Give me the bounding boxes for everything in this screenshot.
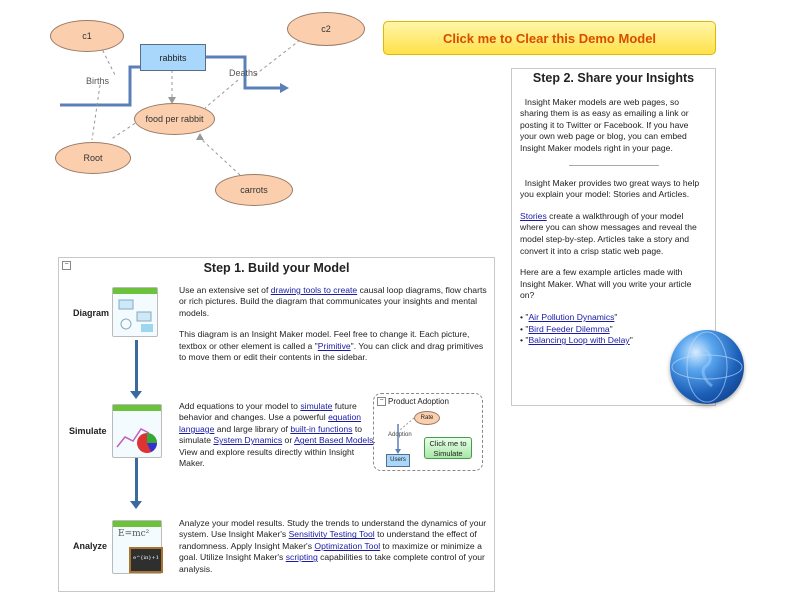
step2-p1-text: Insight Maker models are web pages, so s… [520, 96, 689, 153]
diagram-thumbnail-icon [112, 287, 158, 337]
text: ". You can click and drag primitives to … [179, 340, 484, 363]
flow-connector [135, 458, 138, 502]
collapse-icon[interactable]: − [62, 261, 71, 270]
flow-births-label[interactable]: Births [86, 76, 110, 86]
collapse-icon[interactable]: − [377, 397, 386, 406]
text: future behavior and changes. Use a power… [179, 401, 357, 423]
simulate-thumbnail-icon [112, 404, 162, 458]
step2-paragraph-3: Stories create a walkthrough of your mod… [520, 211, 707, 257]
formula-text: E=mc² [118, 529, 150, 539]
step2-paragraph-4: Here are a few example articles made wit… [520, 267, 692, 301]
mini-adoption-flow[interactable]: Adoption [388, 432, 412, 438]
stock-label: rabbits [159, 52, 187, 63]
variable-c1[interactable]: c1 [50, 20, 124, 52]
step2-p2-text: Insight Maker provides two great ways to… [520, 177, 700, 200]
step2-paragraph-1: Insight Maker models are web pages, so s… [520, 97, 707, 155]
text: to maximize or minimize a goal. Utilize … [179, 540, 482, 563]
system-dynamics-link[interactable]: System Dynamics [213, 435, 283, 446]
clear-demo-model-button[interactable]: Click me to Clear this Demo Model [383, 21, 716, 55]
step2-p3-text: create a walkthrough of your model where… [520, 210, 697, 256]
variable-c2[interactable]: c2 [287, 12, 365, 46]
agent-based-models-link[interactable]: Agent Based Models [294, 435, 374, 446]
variable-label: c2 [321, 24, 331, 34]
text: and large library of [214, 423, 291, 434]
text: to understand the effect of randomness. … [179, 529, 477, 551]
step2-title: Step 2. Share your Insights [532, 71, 695, 85]
variable-root[interactable]: Root [55, 142, 131, 174]
product-adoption-model[interactable]: − Product Adoption Rate Adoption Users C… [373, 393, 483, 471]
variable-label: c1 [82, 31, 92, 41]
equation-language-link[interactable]: equation language [179, 412, 362, 434]
mini-rate-variable[interactable]: Rate [414, 411, 440, 425]
arrow-down-icon [130, 391, 142, 399]
text: Analyze your model results. Study the tr… [179, 518, 487, 540]
model-links [60, 39, 301, 176]
text: to simulate [179, 423, 362, 446]
flow-deaths-label[interactable]: Deaths [229, 68, 258, 78]
analyze-thumbnail-icon: E=mc² e^{iπ}+1 [112, 520, 163, 574]
sensitivity-testing-link[interactable]: Sensitivity Testing Tool [288, 529, 375, 540]
step2-panel: Step 2. Share your Insights Insight Make… [511, 68, 716, 406]
chalkboard-icon: e^{iπ}+1 [129, 547, 163, 573]
text: This diagram is an Insight Maker model. … [179, 329, 470, 351]
step1-title: Step 1. Build your Model [203, 261, 350, 275]
article-link-bird-feeder[interactable]: Bird Feeder Dilemma [528, 323, 610, 334]
text: or [282, 435, 295, 446]
text: Add equations to your model to [179, 401, 301, 411]
divider [568, 164, 659, 166]
simulate-link[interactable]: simulate [300, 401, 333, 411]
simulate-description: Add equations to your model to simulate … [179, 401, 379, 479]
primitive-link[interactable]: Primitive [317, 340, 351, 351]
list-item: • "Bird Feeder Dilemma" [520, 323, 613, 334]
variable-label: Root [83, 153, 103, 163]
list-item: • "Balancing Loop with Delay" [520, 335, 633, 346]
builtin-functions-link[interactable]: built-in functions [290, 423, 353, 434]
article-list: • "Air Pollution Dynamics" • "Bird Feede… [520, 312, 707, 347]
globe-icon [670, 330, 744, 404]
model-canvas[interactable]: c1 c2 rabbits food per rabbit Root carro… [0, 0, 380, 240]
variable-label: carrots [240, 185, 268, 195]
text: causal loop diagrams, flow charts or ric… [179, 285, 487, 318]
mini-users-stock[interactable]: Users [386, 454, 410, 467]
step2-paragraph-2: Insight Maker provides two great ways to… [520, 178, 707, 201]
stock-rabbits[interactable]: rabbits [140, 44, 206, 71]
list-item: • "Air Pollution Dynamics" [520, 311, 618, 322]
article-link-balancing-loop[interactable]: Balancing Loop with Delay [528, 335, 630, 346]
optimization-tool-link[interactable]: Optimization Tool [314, 540, 381, 551]
stories-link[interactable]: Stories [520, 210, 547, 221]
scripting-link[interactable]: scripting [285, 552, 318, 563]
analyze-label: Analyze [73, 541, 108, 551]
diagram-label: Diagram [73, 308, 110, 318]
mini-model-title: Product Adoption [388, 397, 449, 406]
mini-model-links [395, 417, 415, 454]
text: Use an extensive set of [179, 285, 271, 295]
flow-connector [135, 340, 138, 392]
text: capabilities to take complete control of… [179, 552, 485, 574]
variable-food-per-rabbit[interactable]: food per rabbit [134, 103, 215, 135]
article-link-air-pollution[interactable]: Air Pollution Dynamics [528, 311, 615, 322]
arrow-down-icon [130, 501, 142, 509]
drawing-tools-link[interactable]: drawing tools to create [270, 285, 358, 295]
step1-panel: − Step 1. Build your Model Diagram Use a… [58, 257, 495, 592]
simulate-label: Simulate [69, 426, 107, 436]
variable-label: food per rabbit [145, 114, 204, 124]
diagram-description: Use an extensive set of drawing tools to… [179, 285, 489, 373]
variable-carrots[interactable]: carrots [215, 174, 293, 206]
simulate-button[interactable]: Click me to Simulate [424, 437, 472, 459]
text: . View and explore results directly with… [179, 435, 376, 469]
analyze-description: Analyze your model results. Study the tr… [179, 518, 489, 585]
